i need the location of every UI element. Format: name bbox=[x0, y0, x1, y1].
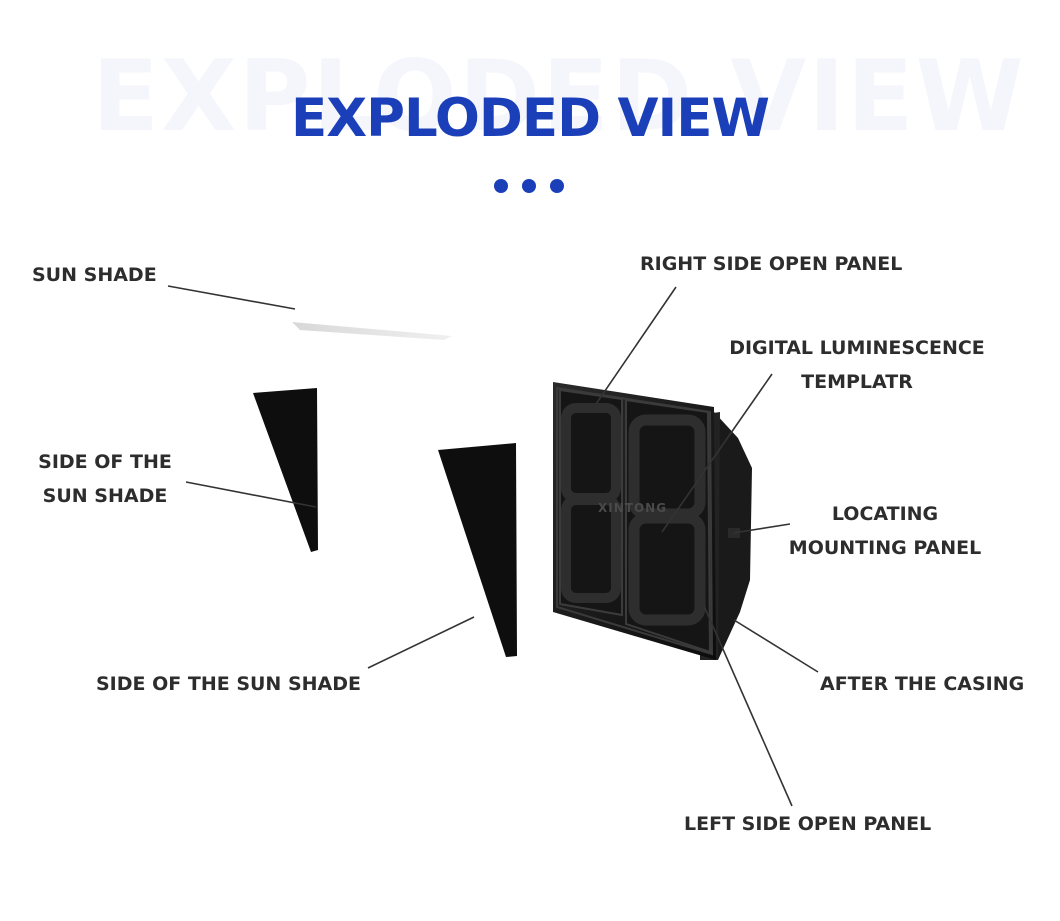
leader-side-bottom bbox=[367, 616, 475, 669]
leader-side-left bbox=[185, 481, 317, 508]
sun-shade-part bbox=[292, 322, 452, 340]
label-locating-line1: LOCATING bbox=[831, 503, 939, 525]
leader-after-casing bbox=[733, 619, 819, 673]
label-digital-line1: DIGITAL LUMINESCENCE bbox=[729, 337, 985, 359]
label-side-left-line2: SUN SHADE bbox=[42, 485, 168, 507]
leader-lines bbox=[167, 285, 819, 807]
label-digital-luminescence: DIGITAL LUMINESCENCE TEMPLATR bbox=[720, 331, 994, 399]
leader-digital-template bbox=[661, 373, 773, 533]
title-watermark: EXPLODED VIEW bbox=[92, 40, 1026, 154]
label-locating-line2: MOUNTING PANEL bbox=[788, 537, 982, 559]
label-side-sun-shade-left: SIDE OF THE SUN SHADE bbox=[30, 445, 180, 513]
leader-locating-panel bbox=[732, 523, 791, 534]
label-right-side-open-panel: RIGHT SIDE OPEN PANEL bbox=[640, 253, 903, 275]
side-sun-shade-left-part bbox=[253, 388, 318, 552]
label-locating-mounting-panel: LOCATING MOUNTING PANEL bbox=[780, 497, 990, 565]
leader-right-side-panel bbox=[595, 286, 677, 405]
leader-left-side-panel bbox=[703, 605, 793, 807]
dot bbox=[522, 179, 536, 193]
label-side-left-line1: SIDE OF THE bbox=[38, 451, 172, 473]
title-dots bbox=[494, 179, 564, 193]
label-side-sun-shade-bottom: SIDE OF THE SUN SHADE bbox=[96, 673, 361, 695]
brand-logo-text: XINTONG bbox=[598, 501, 667, 515]
dot bbox=[550, 179, 564, 193]
label-digital-line2: TEMPLATR bbox=[801, 371, 913, 393]
label-after-the-casing: AFTER THE CASING bbox=[820, 673, 1025, 695]
right-digit-module bbox=[625, 398, 712, 654]
dot bbox=[494, 179, 508, 193]
label-sun-shade: SUN SHADE bbox=[32, 264, 157, 286]
leader-sun-shade bbox=[167, 285, 296, 310]
page-title: EXPLODED VIEW bbox=[291, 88, 770, 149]
label-left-side-open-panel: LEFT SIDE OPEN PANEL bbox=[684, 813, 932, 835]
side-sun-shade-right-part bbox=[438, 443, 517, 657]
